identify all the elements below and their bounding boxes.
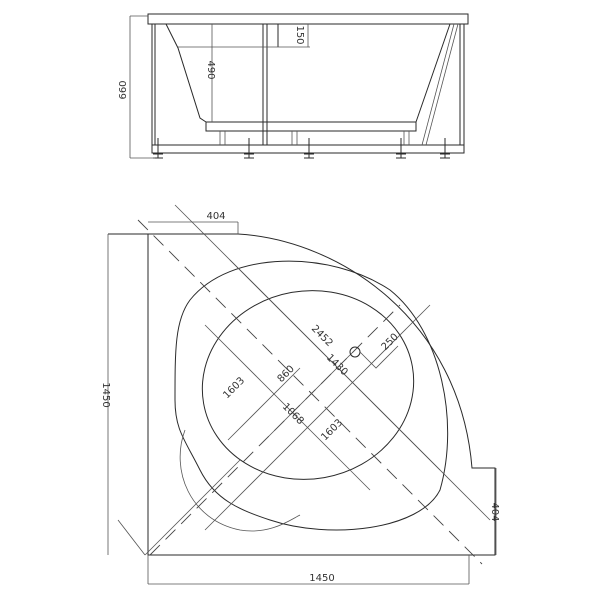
- dim-basin-depth: 1430: [324, 352, 350, 378]
- tub-rim-oval: [174, 260, 449, 531]
- dim-inner-depth: 490: [205, 60, 216, 79]
- tub-bottom: [205, 121, 417, 132]
- adjustable-feet: [153, 138, 450, 159]
- seat-lobe: [179, 429, 301, 532]
- tub-left-wall: [165, 23, 207, 123]
- drain-icon: [349, 346, 361, 358]
- inner-basin: [201, 290, 415, 480]
- tub-outline: [108, 233, 496, 556]
- dim-overall-height: 660: [118, 80, 129, 99]
- plan-view: 1450 1450 404 404 2452 250: [100, 204, 500, 585]
- side-view: 660 490 150: [118, 13, 469, 159]
- tub-base: [151, 144, 465, 154]
- dim-basin-width: 1068: [280, 401, 306, 427]
- dim-inner-length: 1603: [221, 375, 247, 401]
- dim-seat-width: 860: [276, 364, 297, 385]
- dim-drain-offset: 250: [380, 332, 401, 353]
- dim-right-offset: 404: [489, 502, 500, 521]
- dim-bottom-side: 1450: [309, 573, 334, 584]
- dim-diag-length: 2452: [309, 323, 335, 349]
- dim-left-side: 1450: [100, 382, 111, 407]
- tub-rim: [147, 13, 469, 25]
- dim-inner-width: 1603: [319, 417, 345, 443]
- dim-rim-height: 150: [294, 25, 305, 44]
- dim-top-offset: 404: [206, 211, 225, 222]
